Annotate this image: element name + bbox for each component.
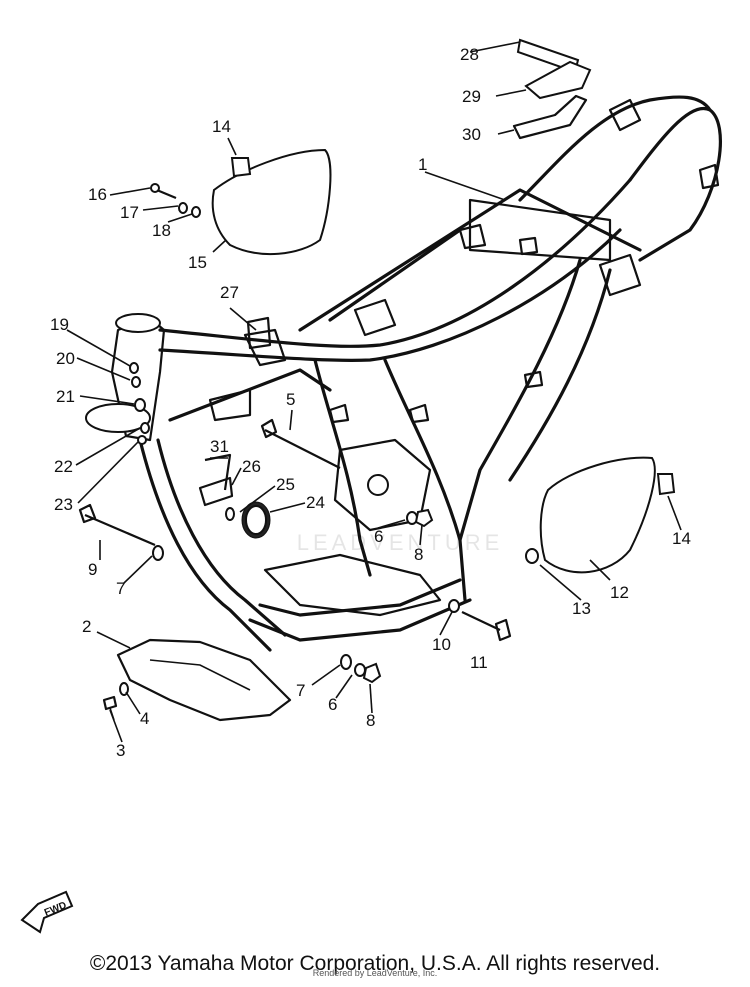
fwd-arrow-icon: FWD [20, 890, 74, 934]
part-26 [198, 476, 234, 507]
skid-plate [116, 638, 292, 722]
label-9: 9 [88, 560, 97, 579]
part-23 [137, 435, 147, 445]
label-6b: 6 [328, 695, 337, 714]
label-3: 3 [116, 741, 125, 760]
label-29: 29 [462, 87, 481, 106]
label-1: 1 [418, 155, 427, 174]
label-8a: 8 [414, 545, 423, 564]
damper-13 [525, 548, 539, 564]
label-20: 20 [56, 349, 75, 368]
grommet-14b [656, 473, 676, 496]
label-10: 10 [432, 635, 451, 654]
engine-bolt-5 [260, 418, 341, 469]
grommet-14a [230, 157, 252, 178]
side-cover-right [539, 456, 656, 574]
nut-8a [414, 508, 434, 528]
label-11: 11 [470, 653, 488, 672]
copyright-text: ©2013 Yamaha Motor Corporation, U.S.A. A… [89, 952, 661, 975]
watermark: LEADVENTURE [296, 530, 504, 555]
washer-7b [340, 654, 352, 670]
label-27: 27 [220, 283, 239, 302]
label-7b: 7 [296, 681, 305, 700]
label-15: 15 [188, 253, 207, 272]
side-cover-left [211, 148, 332, 256]
washer-6b [354, 663, 366, 677]
label-24: 24 [306, 493, 325, 512]
label-12: 12 [610, 583, 629, 602]
washer-17 [178, 202, 188, 214]
collar-18 [191, 206, 201, 218]
label-25: 25 [276, 475, 295, 494]
part-22 [140, 422, 150, 434]
bracket-30 [512, 94, 588, 140]
label-5: 5 [286, 390, 295, 409]
part-28 [524, 60, 592, 100]
part-20 [131, 376, 141, 388]
label-17: 17 [120, 203, 139, 222]
nut-8b [362, 662, 382, 684]
label-30: 30 [462, 125, 481, 144]
label-7a: 7 [116, 579, 125, 598]
pivot-bolt-11 [461, 611, 512, 642]
bolt-16 [150, 183, 177, 200]
label-28: 28 [460, 45, 479, 64]
reflector-24 [241, 501, 271, 539]
label-14b: 14 [672, 529, 691, 548]
part-19 [129, 362, 139, 374]
label-31: 31 [210, 437, 229, 456]
clamp-27 [246, 316, 272, 350]
part-labels: 1 2 3 4 5 6 6 7 7 8 8 9 10 11 12 13 14 1… [50, 45, 691, 760]
part-21 [134, 398, 146, 412]
rendered-by-text: Rendered by LeadVenture, Inc. [312, 968, 438, 978]
frame [85, 95, 722, 652]
label-6a: 6 [374, 527, 383, 546]
label-19: 19 [50, 315, 69, 334]
label-21: 21 [56, 387, 75, 406]
label-14a: 14 [212, 117, 231, 136]
label-4: 4 [140, 709, 149, 728]
label-22: 22 [54, 457, 73, 476]
part-25 [225, 507, 235, 521]
label-8b: 8 [366, 711, 375, 730]
label-2: 2 [82, 617, 91, 636]
label-26: 26 [242, 457, 261, 476]
label-23: 23 [54, 495, 73, 514]
leader-lines [66, 41, 682, 743]
label-18: 18 [152, 221, 171, 240]
label-16: 16 [88, 185, 107, 204]
engine-bolt-9 [78, 503, 156, 547]
washer-10 [448, 599, 460, 613]
washer-7a [152, 545, 164, 561]
skid-bolt-3 [102, 695, 118, 721]
label-13: 13 [572, 599, 591, 618]
